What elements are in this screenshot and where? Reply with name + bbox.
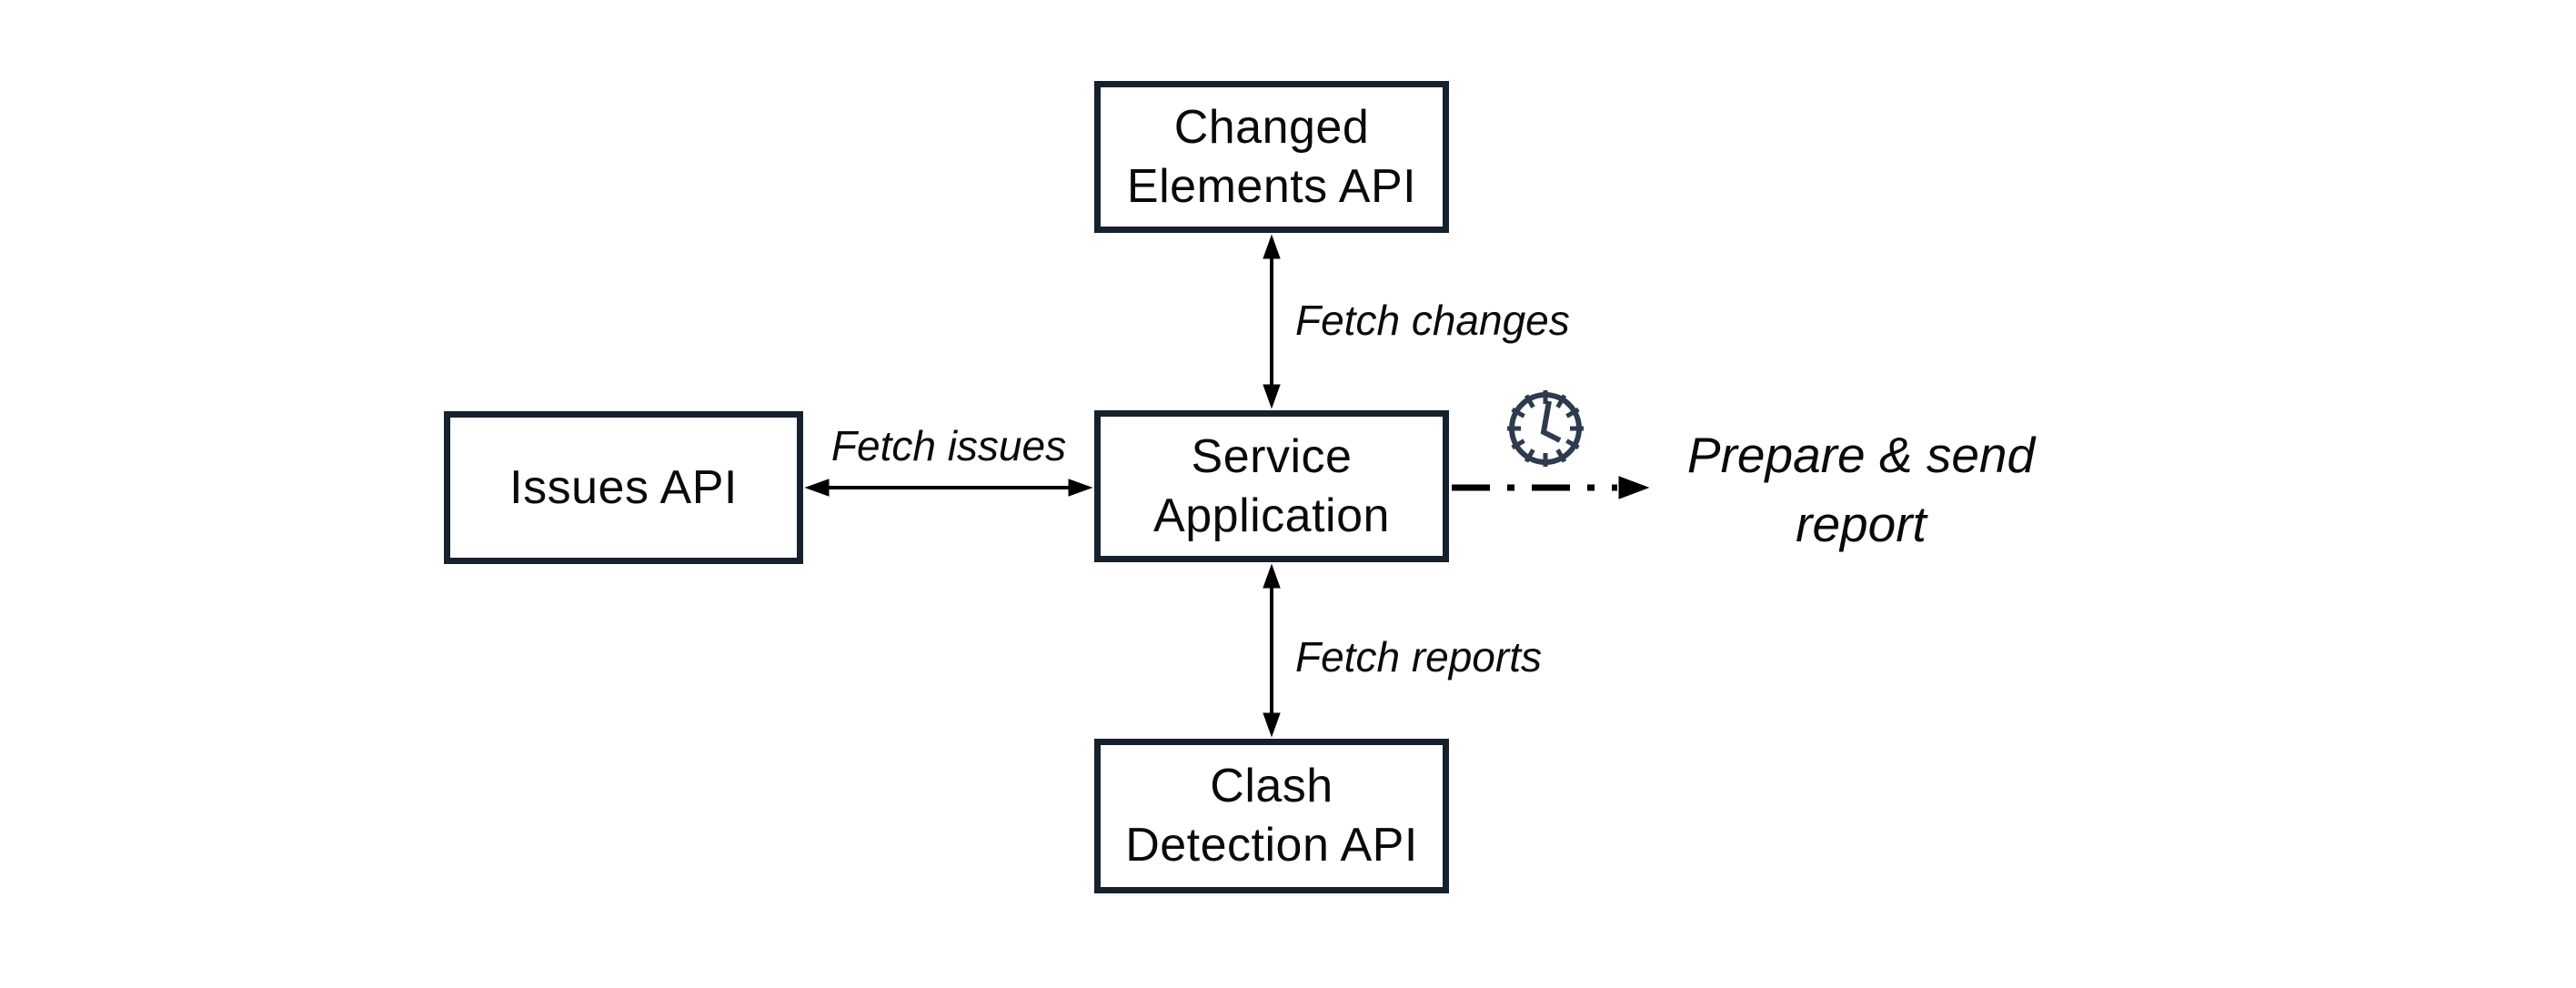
annotation-prepare-send-report: Prepare & send report <box>1634 420 2088 559</box>
arrow-fetch-reports <box>1263 563 1281 738</box>
clock-hands <box>1540 400 1562 443</box>
node-changed-elements-api: Changed Elements API <box>1094 81 1449 233</box>
node-label-line: Detection API <box>1125 819 1418 872</box>
clock-icon <box>1507 390 1584 467</box>
arrowhead-down <box>1263 384 1281 409</box>
edge-label-fetch-reports: Fetch reports <box>1295 633 1542 681</box>
node-issues-api: Issues API <box>444 411 803 564</box>
arrow-fetch-changes <box>1263 234 1281 409</box>
arrowhead-right <box>1618 476 1650 499</box>
arrowhead-left <box>804 479 830 497</box>
node-label-line: Service <box>1191 429 1353 483</box>
node-clash-detection-api: Clash Detection API <box>1094 739 1449 893</box>
arrow-prepare-report <box>1452 476 1650 499</box>
clock-ticks <box>1507 390 1584 467</box>
node-label-line: Elements API <box>1126 159 1417 213</box>
arrowhead-up <box>1263 234 1281 259</box>
node-service-application: Service Application <box>1094 410 1449 562</box>
edge-label-fetch-changes: Fetch changes <box>1295 297 1570 344</box>
arrowhead-down <box>1263 712 1281 738</box>
arrowhead-up <box>1263 563 1281 589</box>
node-label-line: Issues API <box>509 460 738 514</box>
edge-label-fetch-issues: Fetch issues <box>830 422 1067 469</box>
node-label-line: Changed <box>1173 100 1370 154</box>
arrow-fetch-issues <box>804 479 1093 497</box>
node-label-line: Clash <box>1210 760 1333 812</box>
node-label-line: Application <box>1153 489 1390 542</box>
annotation-line: report <box>1796 496 1927 552</box>
annotation-line: Prepare & send <box>1686 427 2036 483</box>
arrowhead-right <box>1068 479 1093 497</box>
